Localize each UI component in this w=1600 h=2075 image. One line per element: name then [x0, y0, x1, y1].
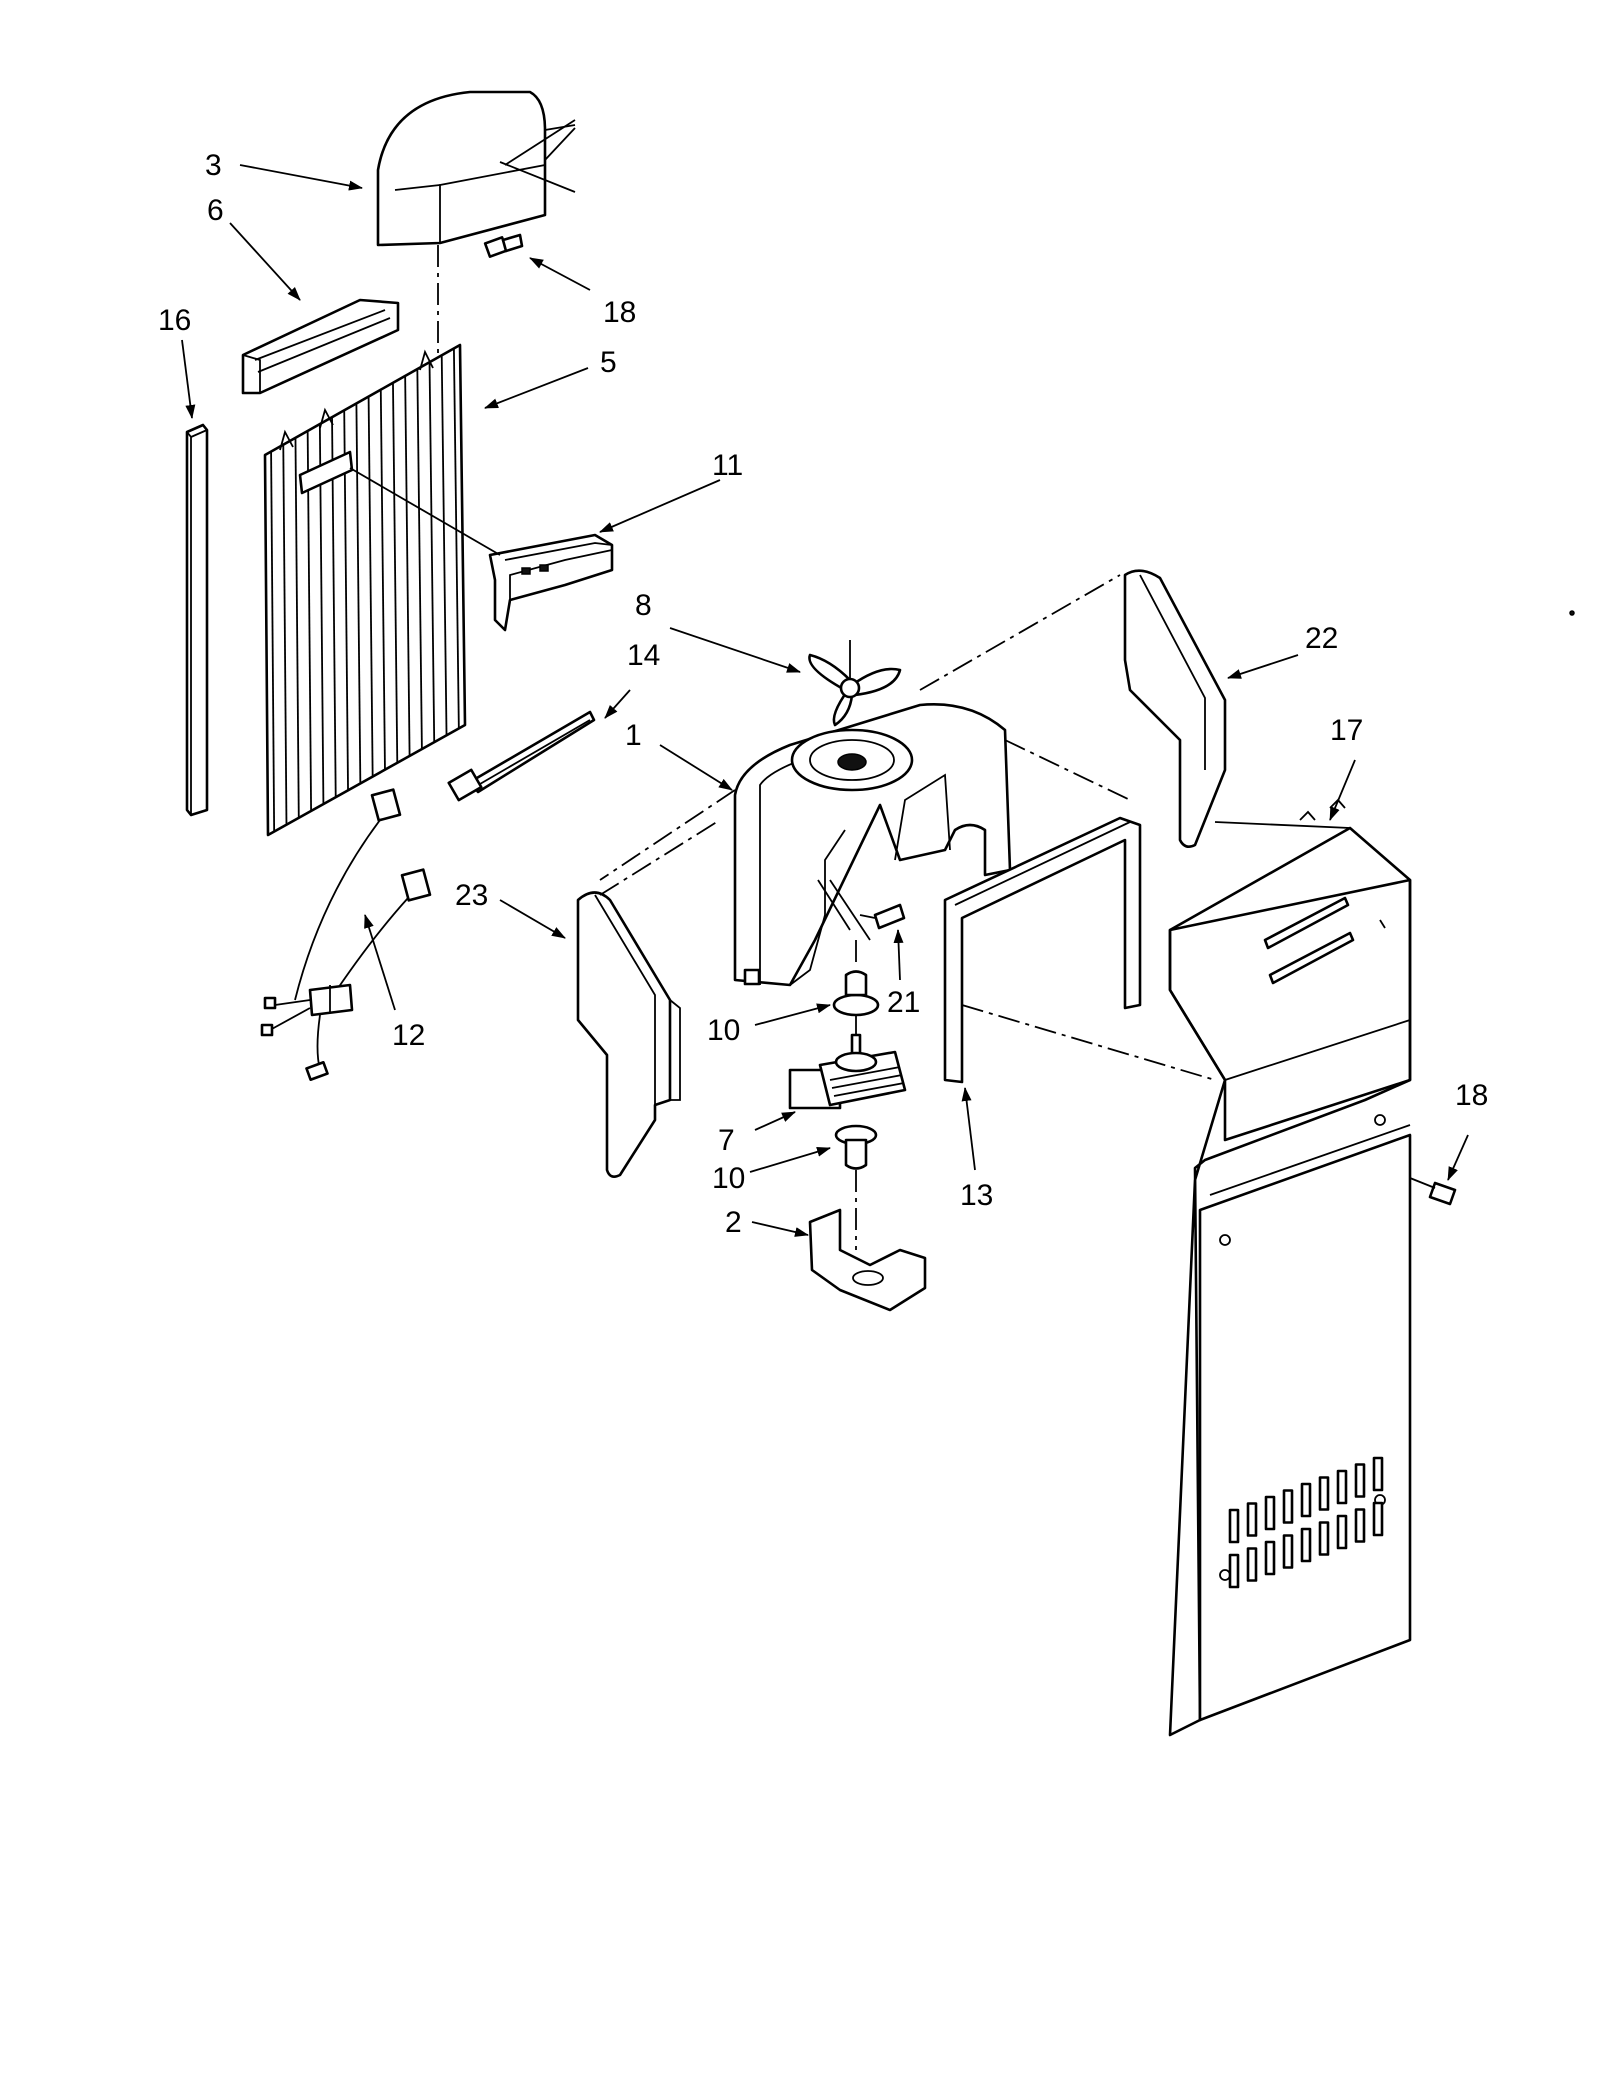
part-14-defrost-heater [447, 710, 596, 802]
vent-slot [1318, 1521, 1330, 1556]
callout-8: 8 [635, 589, 652, 622]
evaporator-fin [318, 424, 325, 805]
callout-17: 17 [1330, 714, 1363, 747]
evaporator-fin [428, 362, 436, 743]
part-21-screw [859, 903, 906, 930]
vent-slot [1246, 1502, 1258, 1537]
leader-lines [181, 164, 1469, 1237]
callout-10-upper: 10 [707, 1014, 740, 1047]
evaporator-fin [355, 403, 362, 784]
vent-slot [1336, 1514, 1348, 1550]
part-11-bracket [349, 467, 614, 632]
callout-12: 12 [392, 1019, 425, 1052]
callout-labels: 3 6 16 18 5 11 8 14 1 22 17 23 21 10 12 … [158, 149, 1488, 1239]
part-8-fan-blade [808, 640, 902, 727]
vent-slot [1246, 1547, 1258, 1582]
part-18-screw-lower [1409, 1177, 1457, 1206]
evaporator-fin [367, 396, 374, 777]
vent-slot [1372, 1501, 1384, 1537]
vent-slot [1264, 1540, 1276, 1576]
vent-slot [1264, 1495, 1276, 1531]
evaporator-fin [331, 417, 337, 798]
vent-slot [1354, 1508, 1366, 1543]
callout-13: 13 [960, 1179, 993, 1212]
callout-23: 23 [455, 879, 488, 912]
vent-slot [1372, 1456, 1384, 1492]
vent-slot [1300, 1527, 1312, 1563]
callout-21: 21 [887, 986, 920, 1019]
callout-14: 14 [627, 639, 660, 672]
part-7-fan-motor [788, 1015, 907, 1110]
part-6-drain-trough [241, 298, 400, 395]
part-12-wire-harness [260, 788, 432, 1082]
stray-mark [1569, 610, 1575, 616]
callout-11: 11 [712, 449, 743, 482]
vent-slot [1228, 1508, 1240, 1544]
part-10-mount-upper [832, 940, 880, 1017]
callout-18-lower: 18 [1455, 1079, 1488, 1112]
part-17-rear-cover [1168, 798, 1412, 1737]
part-10-mount-lower [834, 1124, 878, 1250]
part-23-side-panel-left [576, 891, 681, 1178]
part-13-u-channel [943, 816, 1142, 1084]
vent-slot [1228, 1553, 1240, 1589]
callout-10-lower: 10 [712, 1162, 745, 1195]
callout-18-top: 18 [603, 296, 636, 329]
evaporator-fin [404, 375, 411, 756]
callout-6: 6 [207, 194, 224, 227]
evaporator-fin [392, 382, 399, 763]
vent-slot [1354, 1463, 1366, 1498]
evaporator-fin [306, 430, 312, 811]
callout-7: 7 [718, 1124, 735, 1157]
evaporator-fin [453, 348, 460, 729]
callout-1: 1 [625, 719, 642, 752]
part-2-motor-bracket [808, 1208, 927, 1312]
assembly-lines [599, 574, 1216, 1081]
evaporator-fin [440, 355, 448, 736]
evaporator-fin [282, 444, 288, 825]
vent-slot [1282, 1534, 1294, 1569]
part-3-air-duct [376, 90, 576, 247]
evaporator-fin [416, 369, 423, 750]
part-5-evaporator [263, 245, 467, 837]
vent-slot [1282, 1489, 1294, 1524]
part-18-screw-top [483, 233, 524, 258]
vent-slot [1318, 1476, 1330, 1511]
vent-slot [1336, 1469, 1348, 1505]
callout-2: 2 [725, 1206, 742, 1239]
part-1-fan-shroud [733, 703, 1012, 987]
evaporator-fin [294, 437, 300, 818]
vent-slot [1300, 1482, 1312, 1518]
callout-16: 16 [158, 304, 191, 337]
callout-5: 5 [600, 346, 617, 379]
callout-3: 3 [205, 149, 222, 182]
part-22-side-panel-right [1123, 569, 1227, 848]
part-16-insulation-strip [185, 423, 209, 817]
evaporator-fin [270, 451, 276, 832]
evaporator-fin [379, 389, 386, 770]
callout-22: 22 [1305, 622, 1338, 655]
